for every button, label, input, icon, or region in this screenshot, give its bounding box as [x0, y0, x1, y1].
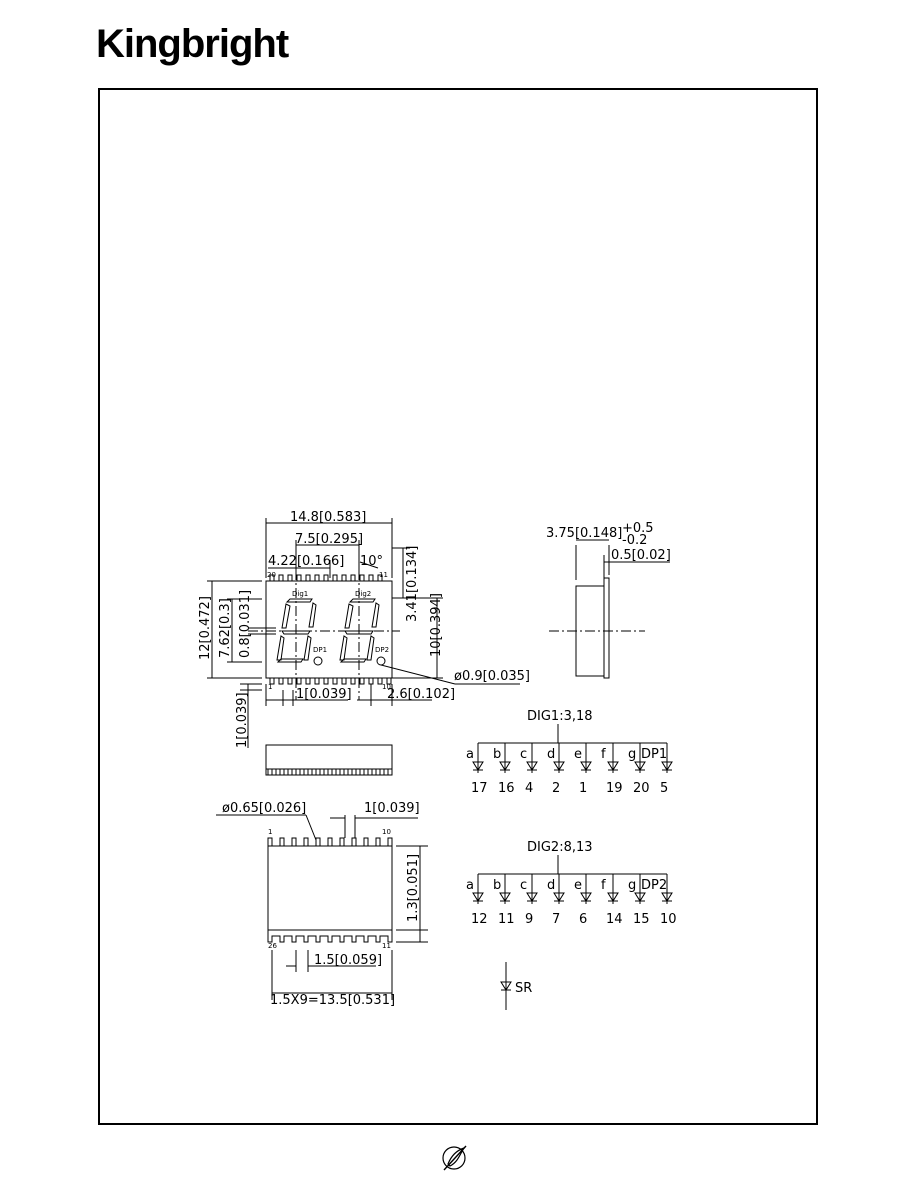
circuit1-pin-number: 19 — [606, 781, 623, 796]
rohs-leaf-icon — [442, 1145, 467, 1171]
dim-char-h: 10[0.394] — [429, 593, 444, 657]
bottom-pin-11: 11 — [382, 942, 391, 950]
circuit2-seg-label: a — [466, 878, 474, 893]
drawing-frame — [98, 88, 818, 1125]
dim-width: 14.8[0.583] — [290, 510, 366, 525]
circuit1-pin-number: 2 — [552, 781, 560, 796]
circuit2-diode — [472, 892, 484, 902]
circuit1-diode — [499, 761, 511, 771]
front-dimensions — [207, 518, 520, 748]
circuit2-pin-number: 7 — [552, 912, 560, 927]
dim-tol-minus: -0.2 — [622, 533, 647, 548]
dim-end-gap: 2.6[0.102] — [387, 687, 455, 702]
circuit1-diode — [526, 761, 538, 771]
circuit1-pin-number: 4 — [525, 781, 533, 796]
circuit1-diode — [634, 761, 646, 771]
circuit2-diode — [634, 892, 646, 902]
dim-lead-h: 1.3[0.051] — [406, 854, 421, 922]
sr-label: SR — [515, 981, 532, 996]
circuit1-diode — [661, 761, 673, 771]
dim-lead-thk: 0.5[0.02] — [611, 548, 671, 563]
circuit1-pin-number: 20 — [633, 781, 650, 796]
circuit2-pin-number: 15 — [633, 912, 650, 927]
circuit2-pin-number: 14 — [606, 912, 623, 927]
dim-hole-dia: ø0.65[0.026] — [222, 801, 306, 816]
dim-seg-offset: 4.22[0.166] — [268, 554, 344, 569]
circuit2-diode — [607, 892, 619, 902]
circuit1-diode — [580, 761, 592, 771]
circuit1-seg-label: e — [574, 747, 582, 762]
side-view — [549, 539, 670, 679]
front-view — [248, 570, 400, 700]
edge-view — [265, 744, 393, 776]
circuit2-seg-label: DP2 — [641, 878, 667, 893]
circuit1-diode — [472, 761, 484, 771]
dim-pin-span: 1.5X9=13.5[0.531] — [270, 993, 395, 1008]
circuit2-seg-label: c — [520, 878, 527, 893]
sr-legend — [500, 962, 512, 1010]
circuit-diagrams: DIG1:3,18 a 17 b 16 c 4 d 2 e 1 f 19 g 20 DP1 5DIG2:8,13… — [466, 709, 677, 927]
circuit2-pin-number: 11 — [498, 912, 515, 927]
circuit2-seg-label: b — [493, 878, 501, 893]
dig1-label: Dig1 — [292, 590, 308, 598]
circuit1-seg-label: DP1 — [641, 747, 667, 762]
circuit2-diode — [661, 892, 673, 902]
dim-angle: 10° — [360, 554, 383, 569]
dim-dot-dia: ø0.9[0.035] — [454, 669, 530, 684]
circuit2-diode — [580, 892, 592, 902]
dim-top-gap: 3.41[0.134] — [405, 546, 420, 622]
dim-pin-pitch: 1.5[0.059] — [314, 953, 382, 968]
circuit2-diode — [553, 892, 565, 902]
bottom-view — [216, 814, 428, 1000]
circuit2-seg-label: f — [601, 878, 606, 893]
circuit2-pin-number: 12 — [471, 912, 488, 927]
pin-11-label: 11 — [379, 571, 388, 579]
circuit1-title: DIG1:3,18 — [527, 709, 593, 724]
circuit1-pin-number: 5 — [660, 781, 668, 796]
bottom-pin-1: 1 — [268, 828, 272, 836]
circuit1-diode — [553, 761, 565, 771]
circuit1-seg-label: c — [520, 747, 527, 762]
circuit1-pin-number: 1 — [579, 781, 587, 796]
circuit1-pin-number: 17 — [471, 781, 488, 796]
dim-notch-w: 1[0.039] — [364, 801, 420, 816]
pin-20-label: 20 — [267, 571, 276, 579]
dim-tol-plus: +0.5 — [622, 521, 654, 536]
circuit2-title: DIG2:8,13 — [527, 840, 593, 855]
bottom-pin-26: 26 — [268, 942, 277, 950]
circuit1-seg-label: b — [493, 747, 501, 762]
dim-digit-h: 7.62[0.3] — [218, 598, 233, 658]
circuit2-seg-label: d — [547, 878, 555, 893]
dim-pin-gap: 1[0.039] — [296, 687, 352, 702]
circuit2-pin-number: 6 — [579, 912, 587, 927]
dim-lead-len: 1[0.039] — [235, 692, 250, 748]
dim-height: 12[0.472] — [198, 596, 213, 660]
circuit1-seg-label: g — [628, 747, 636, 762]
dig2-label: Dig2 — [355, 590, 371, 598]
bottom-pin-10: 10 — [382, 828, 391, 836]
circuit1-seg-label: a — [466, 747, 474, 762]
circuit1-pin-number: 16 — [498, 781, 515, 796]
circuit2-seg-label: g — [628, 878, 636, 893]
circuit1-seg-label: f — [601, 747, 606, 762]
dim-thickness: 3.75[0.148] — [546, 526, 622, 541]
circuit2-diode — [499, 892, 511, 902]
circuit2-pin-number: 9 — [525, 912, 533, 927]
circuit2-diode — [526, 892, 538, 902]
dim-seg-w: 0.8[0.031] — [238, 590, 253, 658]
circuit2-seg-label: e — [574, 878, 582, 893]
brand-logo: Kingbright — [96, 22, 289, 66]
pin-1-label: 1 — [268, 683, 272, 691]
circuit1-seg-label: d — [547, 747, 555, 762]
dp1-label: DP1 — [313, 646, 327, 654]
circuit1-diode — [607, 761, 619, 771]
dim-pitch: 7.5[0.295] — [295, 532, 363, 547]
circuit2-pin-number: 10 — [660, 912, 677, 927]
dp2-label: DP2 — [375, 646, 389, 654]
pin-10-label: 10 — [382, 683, 391, 691]
